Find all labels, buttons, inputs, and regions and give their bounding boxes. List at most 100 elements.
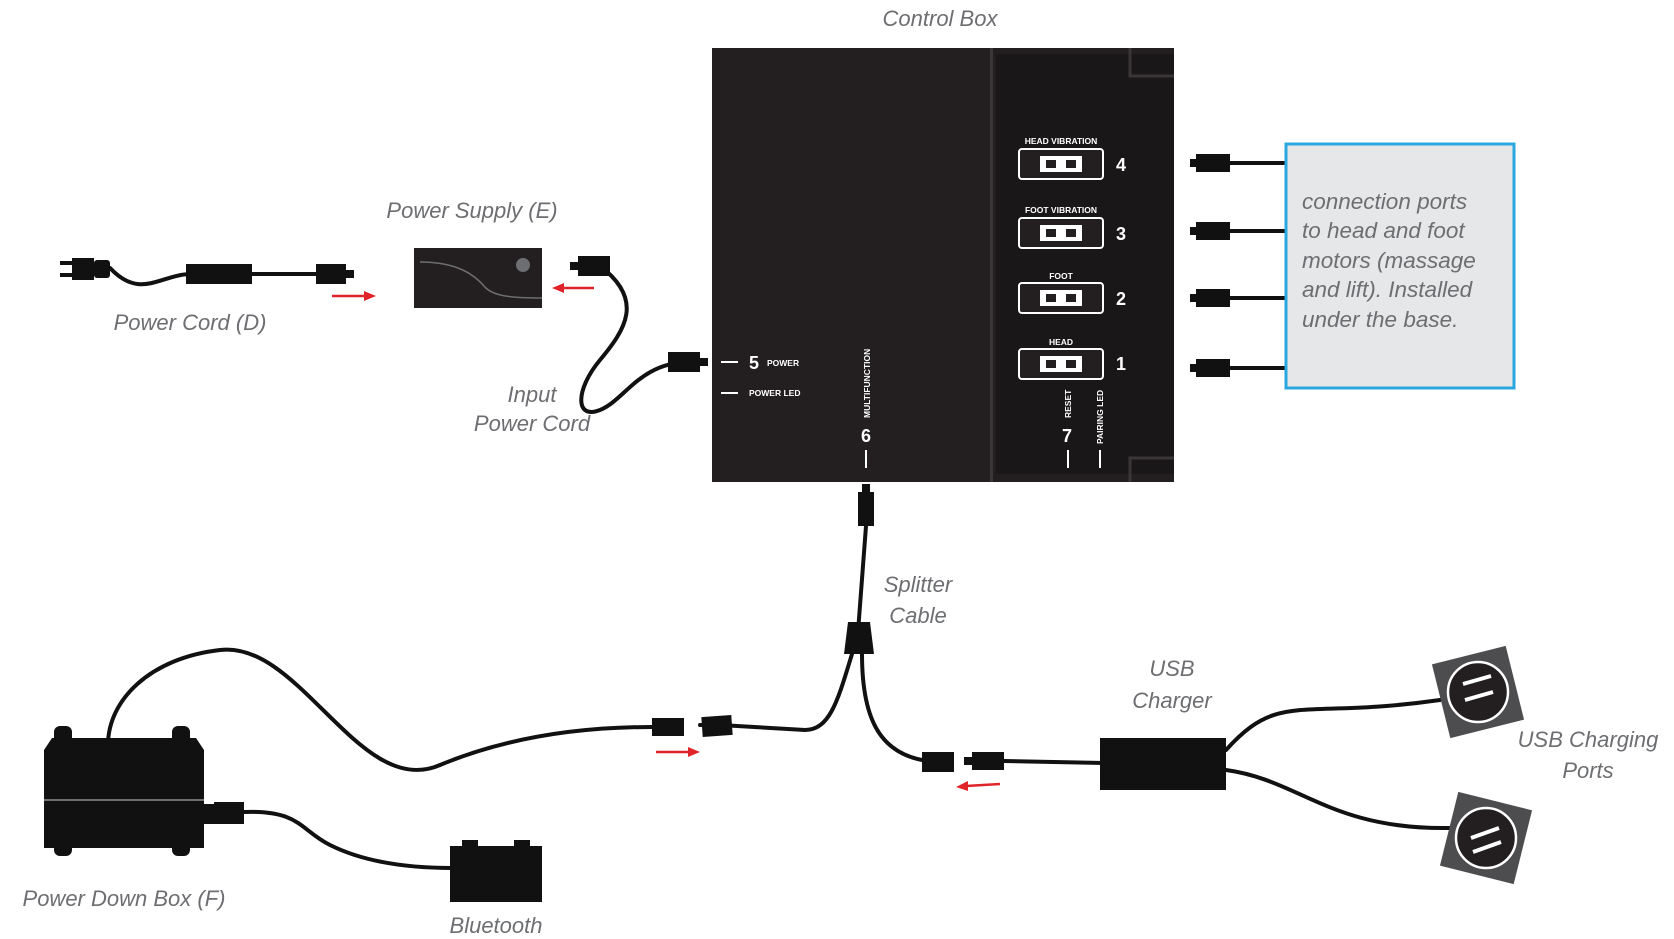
port-number-1: 1 [1116,354,1126,374]
motor-plug-tip [1190,364,1198,372]
power-down-cable-plug [652,718,684,736]
arrow-head [688,747,700,757]
power-supply-led [516,258,530,272]
motor-plug-2 [1196,289,1230,307]
arrow-line [965,782,1001,788]
port-number-7: 7 [1062,426,1072,446]
input-power-cord-wire [579,264,692,414]
motor-plug-tip [1190,159,1198,167]
usb-charger-label-1: USB [1149,656,1194,681]
plug-tip [570,262,578,270]
bluetooth-module-body [450,846,542,902]
motor-cables [1190,154,1288,377]
arrow-head [364,291,376,301]
port-label-pairing-led: PAIRING LED [1095,390,1105,444]
usb-charging-port-top [1431,645,1525,739]
port-number-3: 3 [1116,224,1126,244]
usb-port-icon [1454,806,1518,870]
power-down-box: Power Down Box (F) [23,726,226,911]
port-head-vibration: HEAD VIBRATION 4 [1018,136,1126,180]
port-number-6: 6 [861,426,871,446]
control-box-label: Control Box [883,6,999,31]
port-head: HEAD 1 [1018,337,1126,380]
usb-charging-port-bottom [1439,791,1533,885]
bluetooth-module: Bluetooth [450,840,543,938]
splitter-left-plug [701,714,733,738]
port-pin [1066,160,1076,168]
bluetooth-cable [204,802,454,870]
splitter-plug-top [858,492,874,526]
port-pin [1066,229,1076,237]
arrow-head [552,283,564,293]
splitter-right-plug [922,752,954,772]
wall-plug-head [94,260,110,278]
usb-slot [1462,674,1492,686]
motor-plug-4 [1196,154,1230,172]
input-power-cord-label-1: Input [508,382,558,407]
info-box: connection ports to head and foot motors… [1284,142,1516,390]
input-cord-plug-box [668,352,700,372]
power-down-box-body [44,738,204,848]
power-supply-body [414,248,542,308]
info-box-line: motors (massage [1302,248,1476,273]
port-label-head-vibration: HEAD VIBRATION [1025,136,1098,146]
power-supply-detail [419,261,543,299]
usb-charger-label-2: Charger [1132,688,1213,713]
info-box-frame [1284,142,1516,390]
power-cord-plug [316,264,346,284]
control-box-panel [996,54,1174,474]
power-down-cable-wire [106,647,654,772]
port-label-multifunction: MULTIFUNCTION [862,349,872,418]
port-number-2: 2 [1116,289,1126,309]
usb-charger-cable-plug [972,752,1004,770]
info-box-line: and lift). Installed [1302,277,1474,302]
arrow-power-supply [552,283,594,293]
power-down-box-label: Power Down Box (F) [23,886,226,911]
port-pin [1066,360,1076,368]
power-cord-brick [186,264,252,284]
power-down-cable [106,647,733,772]
bluetooth-cable-plug [214,802,244,824]
plug-tip [964,757,972,765]
arrow-splitter-right [956,781,1001,791]
usb-port-cable-bottom [1224,768,1452,831]
control-box: Control Box [712,6,1174,482]
port-multifunction: MULTIFUNCTION 6 [861,349,872,468]
port-pin [1066,294,1076,302]
bluetooth-label: Bluetooth [450,913,543,938]
port-number-5: 5 [749,353,759,373]
splitter-trunk [856,524,868,634]
wall-plug-icon [72,258,94,280]
splitter-left-branch [718,652,854,732]
bluetooth-cable-wire [242,809,454,870]
usb-charger-body [1100,738,1226,790]
port-foot: FOOT 2 [1018,271,1126,314]
arrow-power-cord [332,291,376,301]
usb-port-cable-top [1224,698,1442,752]
splitter-junction [844,622,874,654]
panel-corner-bottom [1128,456,1174,482]
port-label-head: HEAD [1049,337,1073,347]
port-power: 5 POWER POWER LED [721,353,800,398]
power-supply-label: Power Supply (E) [386,198,557,223]
port-label-foot-vibration: FOOT VIBRATION [1025,205,1097,215]
port-label-reset: RESET [1063,389,1073,418]
input-cord-plug-top [578,256,610,276]
port-reset-pairing: RESET 7 PAIRING LED [1062,389,1105,468]
port-foot-vibration: FOOT VIBRATION 3 [1018,205,1126,249]
info-box-line: to head and foot [1302,218,1466,243]
usb-slot [1464,690,1494,702]
plug-prong [60,261,74,265]
input-power-cord-label-2: Power Cord [474,411,591,436]
info-box-line: under the base. [1302,307,1458,332]
input-power-cord: Input Power Cord [474,256,708,436]
port-label-power-led: POWER LED [749,388,800,398]
motor-plug-tip [1190,294,1198,302]
motor-plug-tip [1190,227,1198,235]
bluetooth-module-tab [462,840,478,848]
panel-corner-top [1128,48,1174,78]
usb-port-icon [1446,660,1510,724]
port-pin [1046,294,1056,302]
plug-tip [862,484,870,492]
